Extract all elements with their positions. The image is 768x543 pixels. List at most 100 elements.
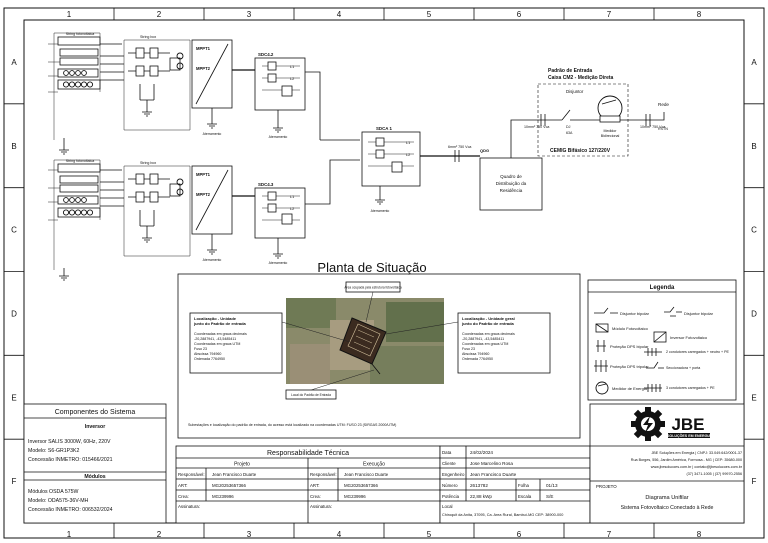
- callout-left-line-3: Coordenadas em graus UTM: [194, 342, 240, 346]
- entry-title-2: Caixa CM2 - Medição Direta: [548, 75, 614, 81]
- date-label: Data: [442, 450, 452, 455]
- seccionadora-icon: [646, 361, 664, 369]
- callout-right-line-2: -20,2887941, -43,5485411: [462, 337, 504, 341]
- string-label-2: String fotovoltaica: [66, 159, 95, 163]
- callout-right: Localização - Unidade geral junto do Pad…: [385, 312, 551, 374]
- legend-item-1: Disjuntor bipolar: [620, 311, 650, 316]
- qdg-label: QDG: [480, 148, 489, 153]
- legend-item-9: Seccionadora + porta: [666, 366, 700, 370]
- technical-panel: Responsabilidade Técnica Projeto Execuçã…: [175, 445, 441, 524]
- distribution-line-1: Quadro de: [500, 174, 522, 179]
- exec-art-value: MG20253657366: [344, 483, 378, 488]
- string-group-1: String fotovoltaica String box MPPT1 MPP…: [48, 32, 360, 155]
- company-name: JBE: [671, 415, 704, 434]
- sdc-4-2-label: SDC4.2: [258, 52, 274, 57]
- distribution-line-3: Residência: [500, 188, 523, 193]
- company-line-2: Rua Borges, 556, Jardim América, Formosa…: [631, 458, 742, 462]
- conductor-3-icon: [644, 384, 662, 392]
- project-title: Diagrama Unifilar: [645, 495, 688, 501]
- network-label: Rede: [658, 102, 669, 107]
- column-marker-4-top: 4: [337, 10, 342, 19]
- number-label: Número: [442, 483, 458, 488]
- proj-resp-value: Jean Francisco Duarte: [212, 472, 257, 477]
- svg-text:L2: L2: [406, 153, 410, 157]
- dps-group-1: [128, 47, 184, 117]
- site-bottom-note: Local do Padrão de Entrada: [291, 393, 331, 397]
- column-marker-3-top: 3: [247, 10, 252, 19]
- inverter-title: Inversor: [85, 424, 105, 430]
- legend-item-4: Proteção DPS tripolar: [610, 364, 649, 369]
- dps-tripolar-icon: [594, 360, 608, 372]
- modules-line-3: Concessão INMETRO: 006532/2024: [28, 507, 113, 513]
- column-marker-7-top: 7: [607, 10, 612, 19]
- callout-right-line-5: Abscissa 794960: [462, 352, 489, 356]
- network-phase: RSTN: [658, 127, 668, 131]
- exec-resp-label: Responsável:: [310, 472, 337, 477]
- callout-right-line-4: Fuso 23: [462, 347, 475, 351]
- modules-line-2: Modelo: ODA575-36V-MH: [28, 498, 89, 504]
- column-marker-3-bottom: 3: [247, 530, 252, 539]
- meter-label-2: Bidirecional: [601, 134, 620, 138]
- scale-value: S/E: [546, 494, 553, 499]
- svg-text:L1: L1: [406, 141, 410, 145]
- sdca-1-box: [361, 131, 421, 187]
- row-marker-C-left: C: [11, 226, 17, 235]
- number-value: 2613782: [470, 483, 488, 488]
- ground-label-5: Aterramento: [371, 209, 390, 213]
- proj-crea-label: Crea:: [178, 494, 189, 499]
- svg-text:L1: L1: [290, 65, 294, 69]
- string-label: String fotovoltaica: [66, 32, 95, 36]
- breaker-icon: [594, 307, 618, 314]
- site-plan-title: Planta de Situação: [317, 260, 426, 275]
- inverter-2-mppt1: MPPT1: [196, 172, 211, 177]
- proj-signature-label: Assinatura:: [178, 504, 200, 509]
- proj-resp-label: Responsável:: [178, 472, 205, 477]
- callout-left-line-1: Coordenadas em graus decimais: [194, 332, 247, 336]
- meter-legend-icon: [595, 381, 609, 395]
- proj-art-label: ART:: [178, 483, 187, 488]
- legend-item-8: 2 condutores carregados + neutro + PE: [666, 350, 730, 354]
- project-label: PROJETO: [596, 484, 617, 489]
- row-marker-F-right: F: [752, 477, 757, 486]
- row-marker-A-right: A: [751, 58, 757, 67]
- company-logo: JBE SOLUÇÕES EM ENERGIA: [631, 407, 711, 441]
- svg-text:L2: L2: [290, 77, 294, 81]
- legend-item-6: Disjuntor bipolar: [684, 311, 714, 316]
- aerial-photo: [286, 298, 444, 384]
- inverter-2-mppt2: MPPT2: [196, 192, 211, 197]
- callout-right-title-2: junto do Padrão de entrada: [461, 321, 515, 326]
- modules-title: Módulos: [84, 474, 105, 480]
- legend-item-2: Módulo Fotovoltaico: [612, 326, 649, 331]
- column-marker-5-bottom: 5: [427, 530, 432, 539]
- modules-line-1: Módulos OSDA 575W: [28, 489, 79, 495]
- project-header: Projeto: [234, 462, 250, 468]
- site-footer-note: Subestações e localização do padrão de e…: [188, 423, 396, 427]
- project-info-panel: Data 24/02/2024 Cliente Jose Marcelino R…: [439, 445, 591, 524]
- string-box-label: String box: [140, 35, 156, 39]
- exec-art-label: ART:: [310, 483, 319, 488]
- inverter-1-mppt1: MPPT1: [196, 46, 211, 51]
- callout-right-title-1: Localização - Unidade geral: [462, 316, 515, 321]
- column-marker-6-bottom: 6: [517, 530, 522, 539]
- date-value: 24/02/2024: [470, 450, 493, 455]
- ground-label-2: Aterramento: [269, 135, 288, 139]
- company-line-1: JBE Soluções em Energia | CNPJ: 33.049.6…: [651, 451, 742, 455]
- row-marker-E-left: E: [11, 393, 16, 402]
- power-value: 22,88 kWp: [470, 494, 492, 499]
- callout-right-line-6: Ordenada 7764950: [462, 357, 493, 361]
- legend-item-7: Inversor Fotovoltaico: [670, 335, 708, 340]
- callout-left-title-1: Localização - Unidade: [194, 316, 237, 321]
- inverter-line-2: Modelo: S6-GR1P3K2: [28, 448, 79, 454]
- entry-group: Padrão de Entrada Caixa CM2 - Medição Di…: [524, 68, 669, 157]
- client-value: Jose Marcelino Rosa: [470, 461, 513, 466]
- breaker-label: Disjuntor: [566, 89, 584, 94]
- column-marker-1-top: 1: [67, 10, 72, 19]
- cable-label-1: 6mm² 750 Vca: [448, 145, 471, 149]
- page-value: 01/13: [546, 483, 558, 488]
- callout-left-line-2: -20,2887941, -43,5485411: [194, 337, 236, 341]
- inverter-line-1: Inversor SALIS 3000W, 60Hz, 220V: [28, 439, 111, 445]
- callout-left-line-6: Ordenada 7764950: [194, 357, 225, 361]
- site-plan: Planta de Situação Localização - Unidade…: [177, 260, 581, 439]
- svg-text:L2: L2: [290, 207, 294, 211]
